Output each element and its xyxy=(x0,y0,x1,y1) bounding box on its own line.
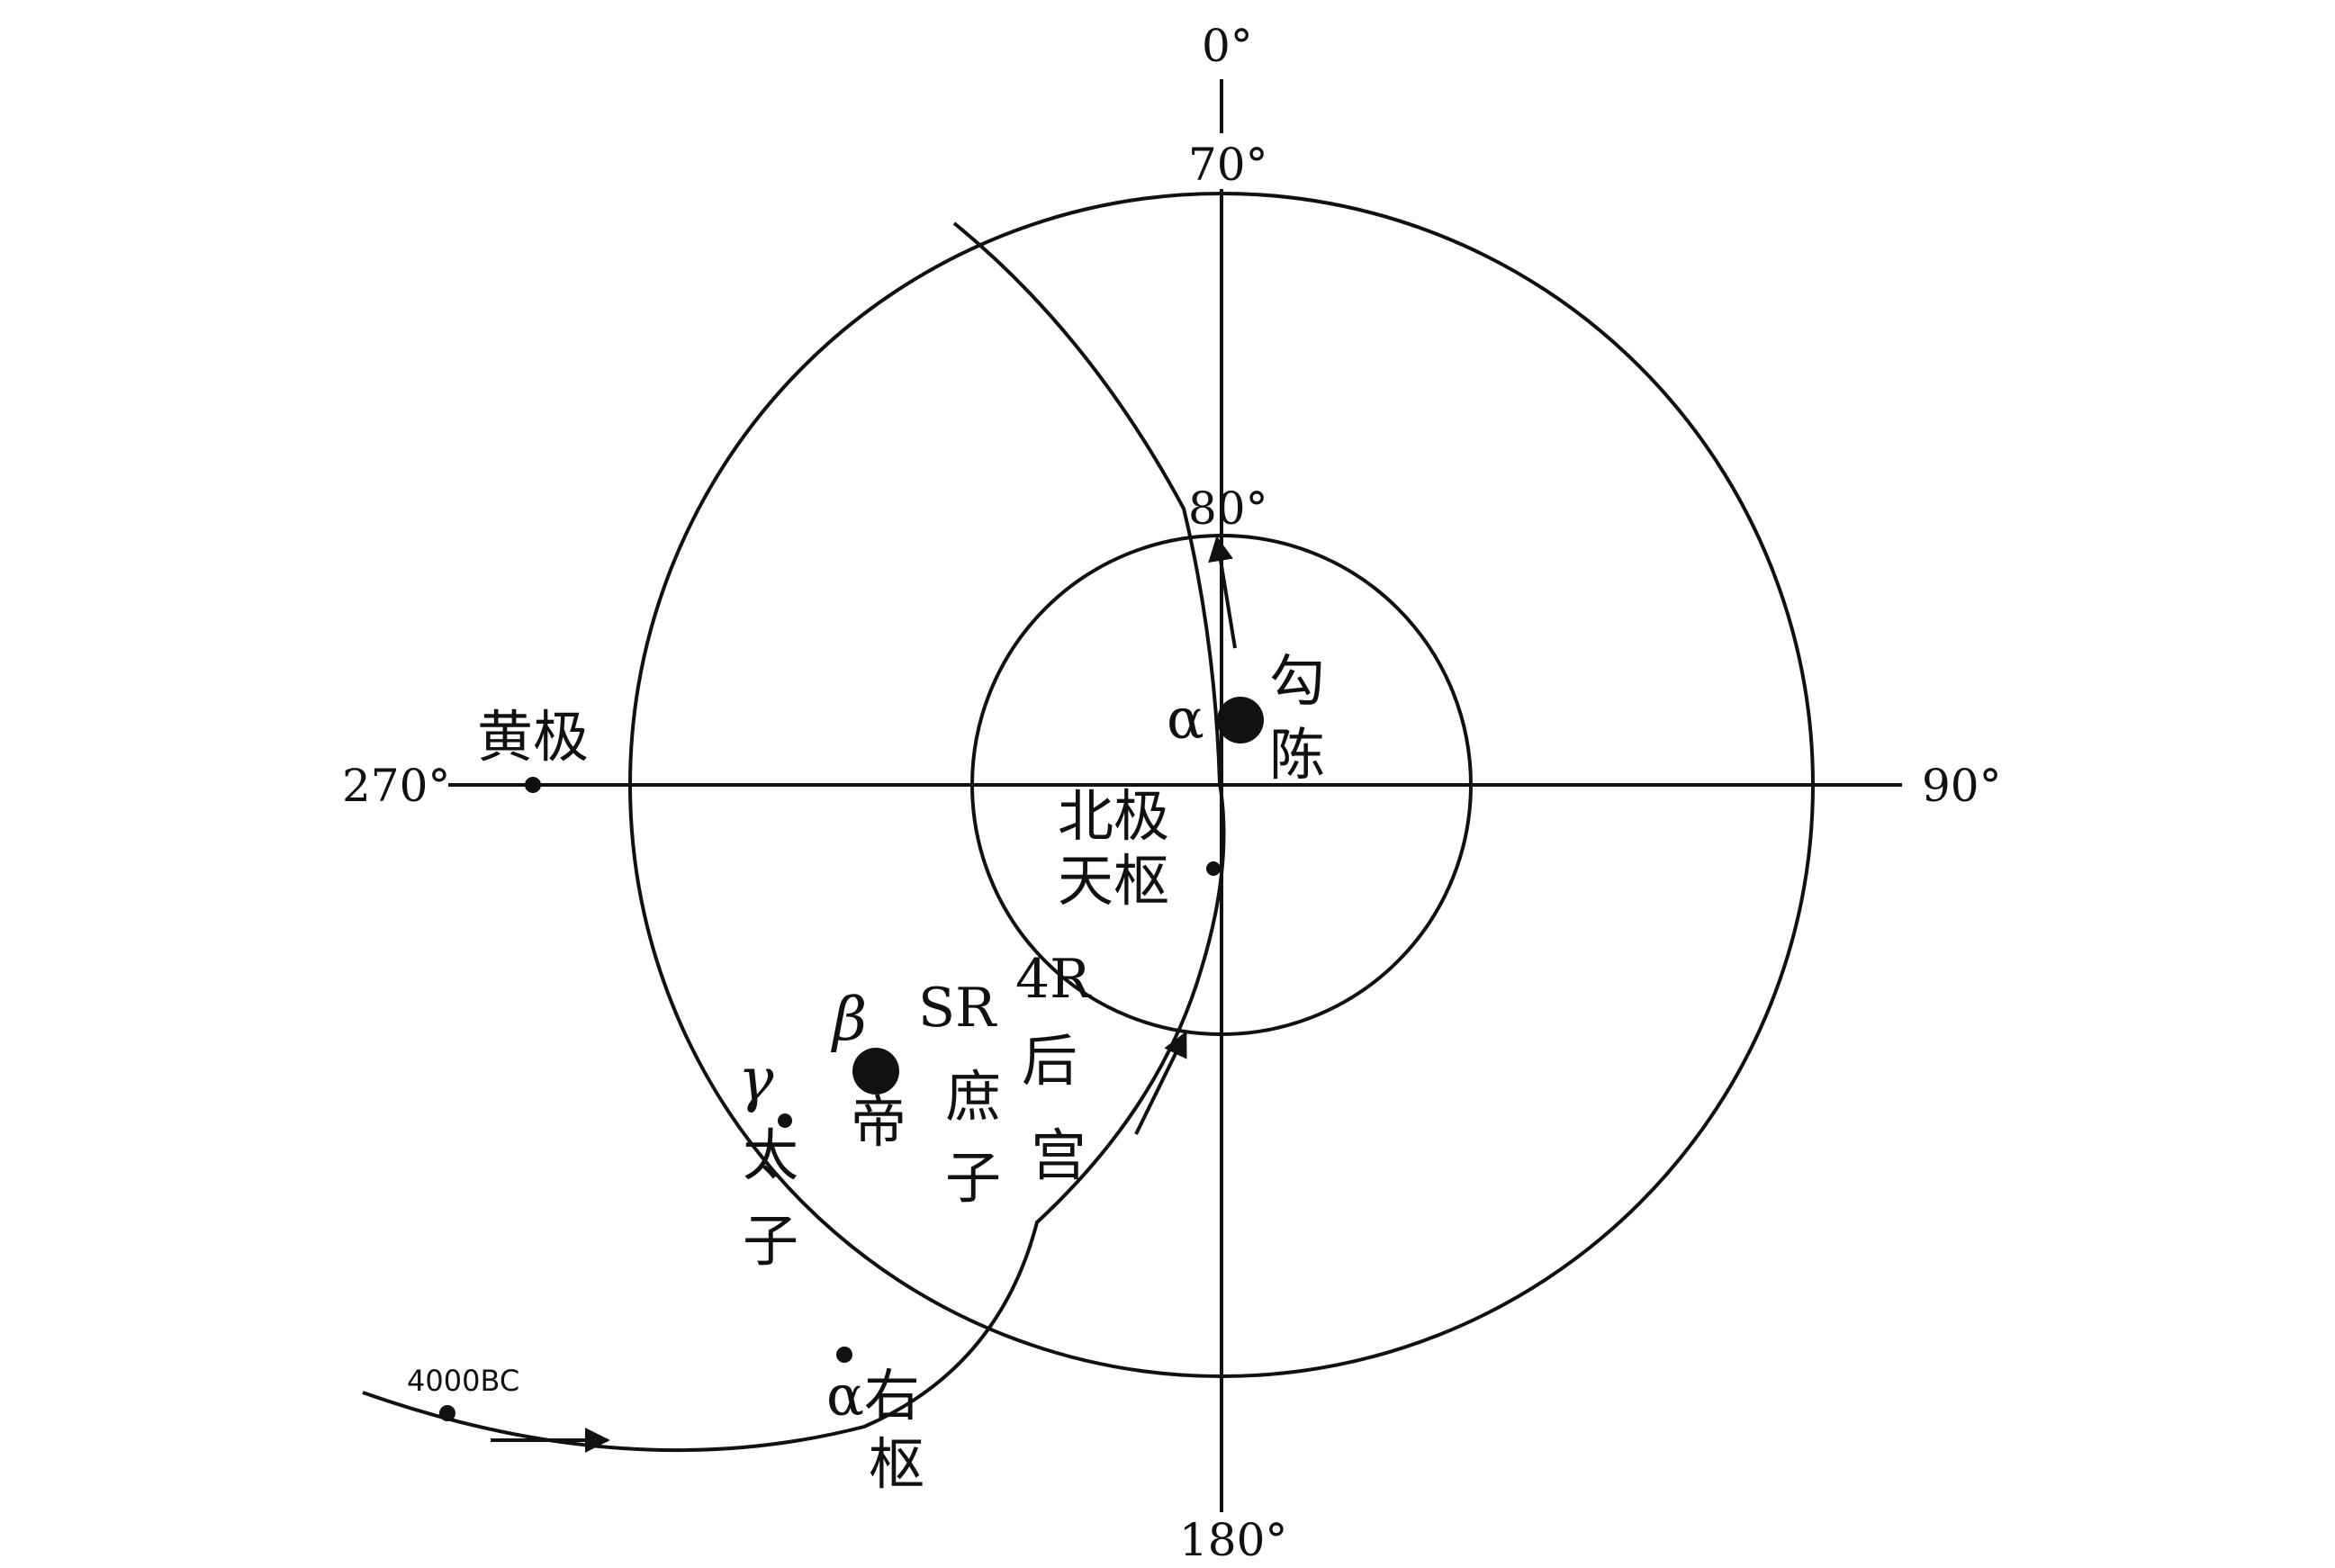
label-deg-180: 180° xyxy=(1179,1514,1287,1566)
year-4000bc-dot xyxy=(439,1405,455,1421)
label-deg-0: 0° xyxy=(1202,20,1253,72)
label-ecliptic-pole: 黄极 xyxy=(477,704,589,770)
label-4r: 4R xyxy=(1015,948,1092,1011)
star-di-beta-dot xyxy=(852,1048,899,1095)
label-youshu-2: 枢 xyxy=(869,1431,924,1497)
label-tianshu: 天枢 xyxy=(1058,848,1169,914)
label-chen: 陈 xyxy=(1269,722,1325,788)
label-deg-90: 90° xyxy=(1922,760,2002,812)
label-beta: β xyxy=(830,985,867,1054)
label-shuzi-1: 庶 xyxy=(945,1064,1001,1130)
label-hougong-2: 宫 xyxy=(1031,1122,1086,1188)
label-di: 帝 xyxy=(851,1089,906,1155)
precession-path xyxy=(362,221,1226,1453)
star-tianshu-dot xyxy=(1206,861,1221,876)
star-gouchen-alpha-dot xyxy=(1217,697,1264,743)
label-deg-70: 70° xyxy=(1188,139,1268,191)
direction-arrow-middle xyxy=(1134,1031,1187,1135)
star-youshu-alpha-dot xyxy=(836,1347,852,1363)
label-beiji: 北极 xyxy=(1058,783,1169,849)
direction-arrow-top xyxy=(1208,536,1237,649)
label-alpha-gouchen: α xyxy=(1167,686,1204,752)
star-taizi-gamma-dot xyxy=(778,1113,792,1128)
label-gou: 勾 xyxy=(1269,648,1325,714)
label-hougong-1: 后 xyxy=(1022,1028,1077,1094)
label-youshu-alpha: α右 xyxy=(826,1363,920,1428)
label-deg-270: 270° xyxy=(342,760,450,812)
label-taizi-1: 太 xyxy=(743,1122,798,1188)
label-shuzi-2: 子 xyxy=(945,1145,1001,1211)
label-deg-80: 80° xyxy=(1188,482,1268,535)
label-gamma: γ xyxy=(738,1045,774,1114)
label-sr: SR xyxy=(918,977,997,1040)
label-year-4000bc: 4000BC xyxy=(407,1364,519,1398)
label-taizi-2: 子 xyxy=(743,1208,798,1274)
ecliptic-pole-dot xyxy=(525,777,541,793)
